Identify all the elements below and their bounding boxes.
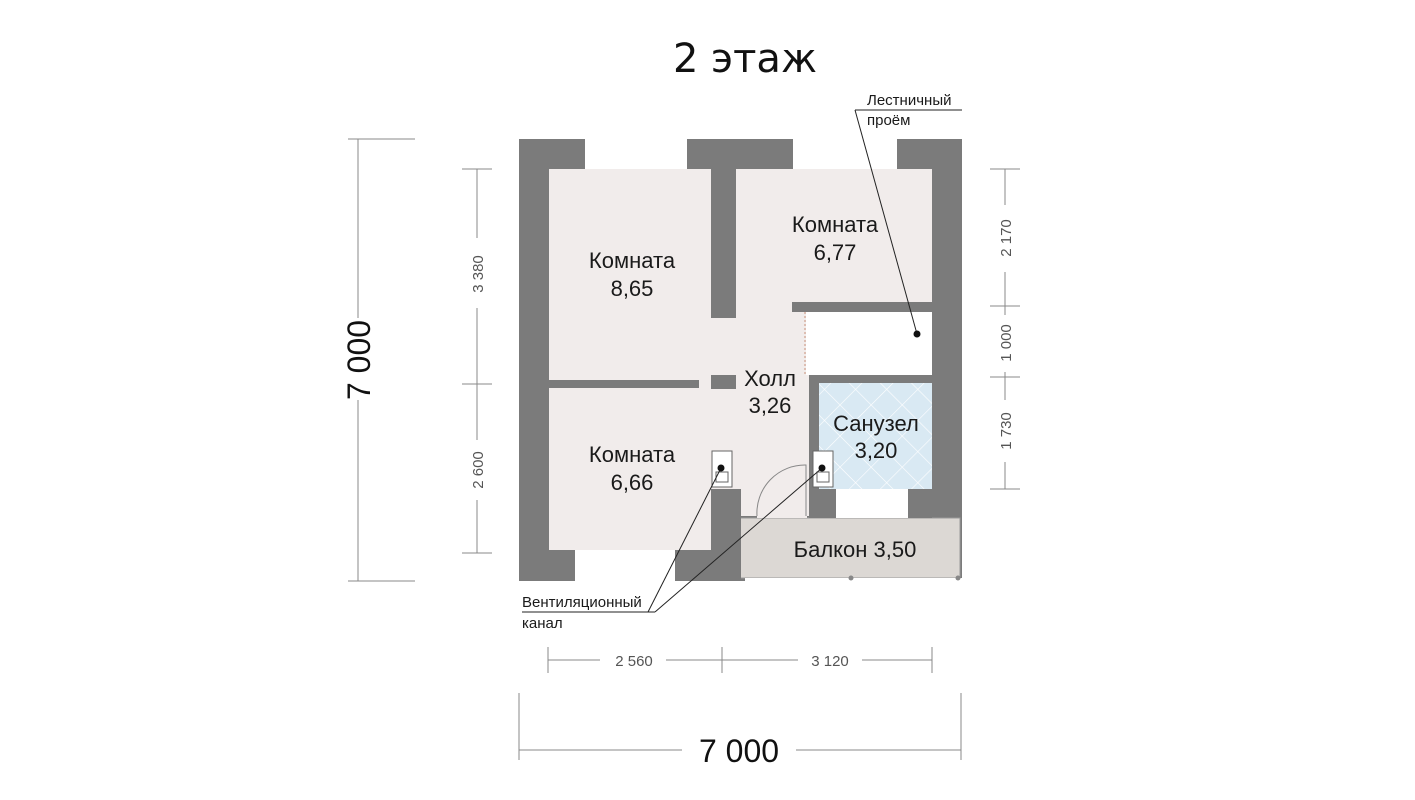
- dim-bottom-left: 2 560: [615, 653, 653, 670]
- dim-total-height: 7 000: [341, 320, 377, 400]
- hall-floor-upper: [736, 302, 806, 312]
- bathroom-floor: [819, 383, 932, 489]
- vent-note-line2: канал: [522, 615, 563, 632]
- wall-segment: [711, 375, 736, 389]
- room-area: 3,26: [749, 393, 792, 418]
- dim-bottom-right: 3 120: [811, 653, 849, 670]
- leader-line: [654, 467, 823, 613]
- wall-segment: [711, 489, 741, 581]
- window: [585, 139, 687, 169]
- room-area: 3,20: [855, 438, 898, 463]
- room-label: Комната: [792, 212, 879, 237]
- room-label: Комната: [589, 442, 676, 467]
- door-swing: [756, 464, 807, 517]
- room-area: 6,77: [814, 240, 857, 265]
- hall-door-gap: [711, 318, 736, 374]
- dim-right-upper: 2 170: [998, 219, 1015, 257]
- leader-line: [647, 467, 722, 613]
- dim-left-upper: 3 380: [470, 255, 487, 293]
- stair-opening: [806, 312, 932, 375]
- window: [836, 489, 908, 518]
- wall-segment: [711, 169, 736, 318]
- room-label: Комната: [589, 248, 676, 273]
- room-top-right-floor: [736, 169, 932, 302]
- room-area: 6,66: [611, 470, 654, 495]
- page-title: 2 этаж: [673, 36, 817, 82]
- balcony-door-opening: [757, 489, 807, 518]
- leader-dot: [717, 464, 725, 472]
- vent-channel-inner: [816, 471, 830, 483]
- balcony-post: [848, 575, 854, 581]
- balcony-post: [955, 575, 961, 581]
- wall-segment: [792, 302, 932, 312]
- leader-line: [854, 109, 918, 335]
- leader-dot: [818, 464, 826, 472]
- dim-left-lower: 2 600: [470, 451, 487, 489]
- room-label: Холл: [744, 366, 796, 391]
- wall-segment: [809, 375, 932, 383]
- window: [793, 139, 897, 169]
- room-top-left-floor: [549, 169, 711, 380]
- dim-total-width: 7 000: [699, 733, 779, 769]
- balcony-outside-blank: [745, 578, 965, 588]
- dim-right-middle: 1 000: [998, 324, 1015, 362]
- room-label: Балкон 3,50: [794, 537, 917, 562]
- wall-segment: [809, 383, 819, 435]
- balcony-floor: [739, 517, 961, 579]
- stair-note-line2: проём: [867, 112, 910, 129]
- stair-note-line1: Лестничный: [867, 92, 951, 109]
- dim-right-lower: 1 730: [998, 412, 1015, 450]
- room-bottom-left-floor: [549, 390, 711, 550]
- window: [575, 550, 675, 581]
- leader-dot: [913, 330, 921, 338]
- room-area: 8,65: [611, 276, 654, 301]
- wall-segment: [549, 380, 699, 388]
- vent-note-line1: Вентиляционный: [522, 594, 642, 611]
- room-label: Санузел: [833, 411, 919, 436]
